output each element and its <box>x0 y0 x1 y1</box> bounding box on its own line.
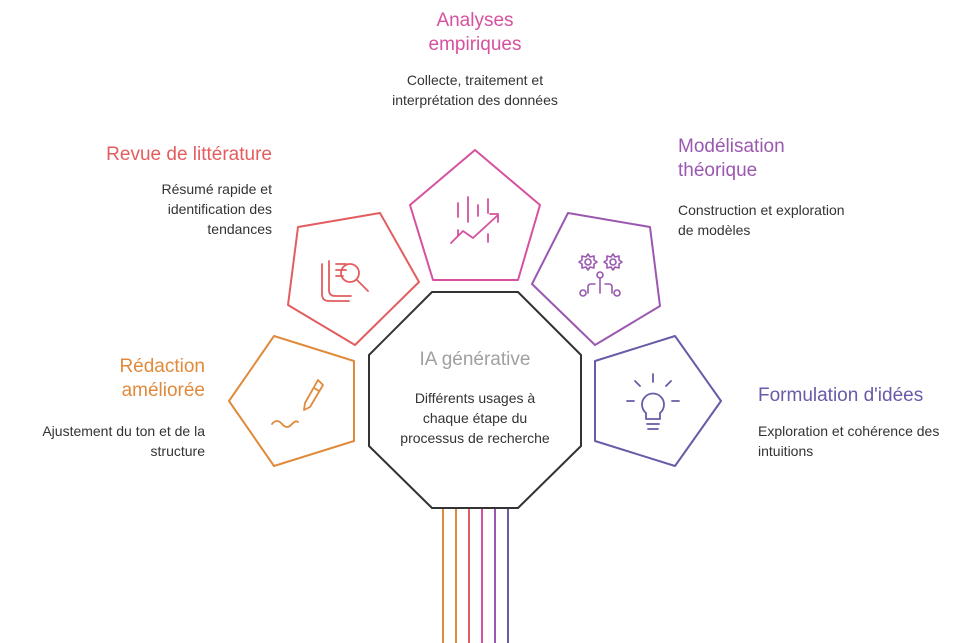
document-search-icon <box>321 260 369 302</box>
pentagon-modelisation <box>531 212 661 346</box>
gears-circuit-icon <box>578 253 623 297</box>
center-octagon <box>368 291 582 509</box>
center-title: IA générative <box>419 349 531 370</box>
lightbulb-icon <box>626 373 680 430</box>
topic-description-revue: Résumé rapide et identification des tend… <box>161 181 272 237</box>
pentagon-redaction <box>228 335 355 467</box>
topic-title-revue: Revue de littérature <box>106 144 272 165</box>
pentagon-formulation <box>594 335 722 467</box>
topic-description-formulation: Exploration et cohérence des intuitions <box>758 423 940 459</box>
stem-lines <box>442 508 509 643</box>
topic-title-formulation: Formulation d'idées <box>758 385 924 406</box>
topic-title-modelisation: Modélisation théorique <box>678 136 785 181</box>
topic-title-analyses: Analyses empiriques <box>428 10 522 55</box>
topic-description-redaction: Ajustement du ton et de la structure <box>42 423 205 459</box>
topic-description-modelisation: Construction et exploration de modèles <box>678 202 845 238</box>
pentagon-analyses <box>409 149 541 281</box>
topic-title-redaction: Rédaction améliorée <box>119 356 205 401</box>
pen-icon <box>271 379 324 428</box>
chart-trend-icon <box>450 196 499 244</box>
topic-description-analyses: Collecte, traitement et interprétation d… <box>392 72 558 108</box>
center-description: Différents usages à chaque étape du proc… <box>400 390 550 446</box>
pentagon-revue <box>287 212 420 346</box>
